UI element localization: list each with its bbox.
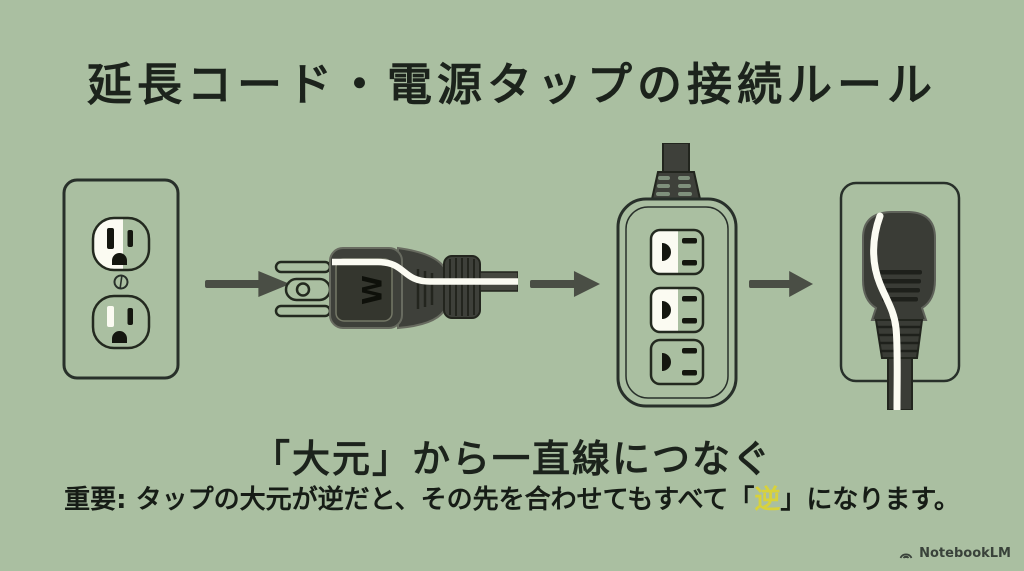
neutral-white-stripe — [332, 258, 518, 285]
plug-neutral-marking: W — [358, 275, 389, 305]
arrow-right-icon — [749, 271, 813, 297]
cord-strain-relief — [443, 255, 481, 319]
note-prefix: 重要: タップの大元が逆だと、その先を合わせてもすべて「 — [64, 485, 755, 515]
wall-outlet-icon — [62, 178, 180, 380]
center-screw — [113, 274, 129, 290]
subtitle: 「大元」から一直線につなぐ — [251, 437, 772, 481]
notebooklm-logo-icon — [899, 553, 913, 559]
strip-cord-entry — [650, 143, 702, 200]
strip-outlet-2 — [649, 286, 705, 334]
power-plug-icon: W — [274, 246, 518, 330]
outlet-plate — [62, 178, 180, 380]
plug-body: W — [329, 246, 445, 330]
arrow-right-icon — [205, 271, 290, 297]
watermark-label: NotebookLM — [919, 546, 1011, 561]
upper-receptacle — [91, 216, 151, 272]
lower-receptacle — [91, 294, 151, 350]
note-highlight: 逆 — [754, 485, 781, 515]
strip-body — [616, 197, 738, 408]
important-note: 重要: タップの大元が逆だと、その先を合わせてもすべて「逆」になります。 — [0, 479, 1024, 516]
page-title: 延長コード・電源タップの接続ルール — [86, 58, 937, 111]
neutral-white-stripe — [870, 212, 901, 410]
power-strip-icon — [616, 143, 738, 408]
arrow-right-icon — [530, 271, 600, 297]
note-suffix: 」になります。 — [780, 485, 960, 515]
plug-in-wall-icon — [839, 181, 961, 410]
strip-outlet-3 — [649, 338, 705, 386]
watermark: NotebookLM — [898, 546, 1011, 561]
plug-prongs — [274, 260, 332, 318]
strip-outlet-1 — [649, 228, 705, 276]
